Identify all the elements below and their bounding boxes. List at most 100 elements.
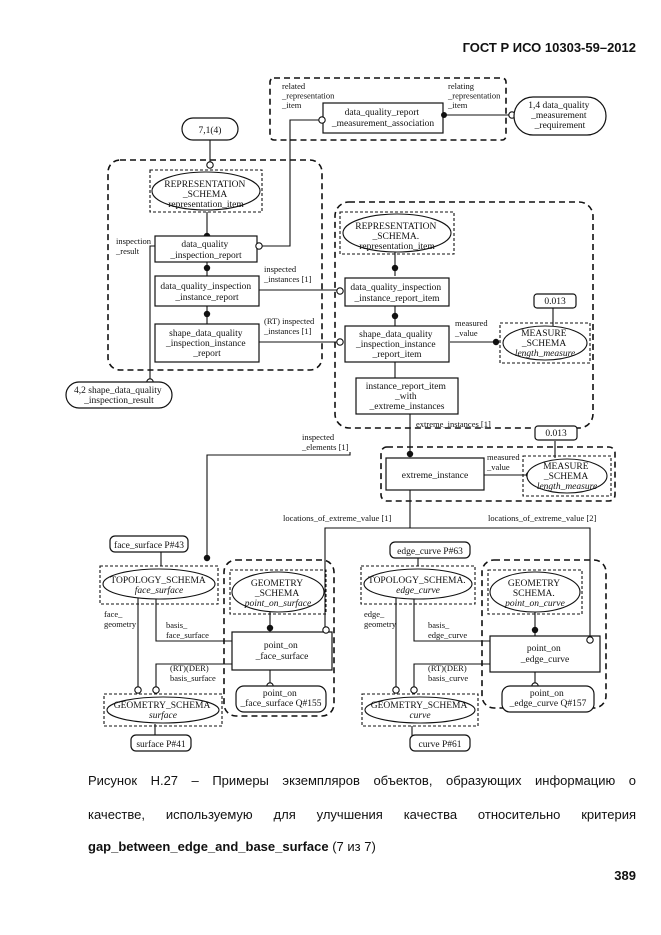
point-on-surface-group xyxy=(223,559,335,717)
figure-caption-line-1: Рисунок Н.27 – Примеры экземпляров объек… xyxy=(88,773,636,788)
geometry-schema-point-curve-label: GEOMETRY SCHEMA. point_on_curve xyxy=(504,579,565,609)
label-locations-2: locations_of_extreme_value [2] xyxy=(488,513,597,523)
point-face-surface-ref-label: point_on _face_surface Q#155 xyxy=(240,689,322,709)
topology-schema-face xyxy=(102,568,216,600)
topology-schema-edge xyxy=(363,568,473,600)
measure-value-1-label: 0.013 xyxy=(544,297,566,307)
measure-value-1 xyxy=(533,293,577,309)
instance-report-item-with-box xyxy=(355,377,459,415)
label-relating: relating _representation _item xyxy=(447,81,503,110)
point-face-surface-ref xyxy=(235,685,327,713)
label-rt-der-curve: (RT)(DER) basis_curve xyxy=(428,663,469,683)
label-basis-face-surface: basis_ face_surface xyxy=(166,620,209,640)
extreme-group xyxy=(380,446,616,502)
geometry-schema-curve-label: GEOMETRY_SCHEMA curve xyxy=(371,701,469,721)
measure-value-2 xyxy=(534,425,578,441)
requirement-ref-label: 1,4 data_quality _measurement _requireme… xyxy=(528,101,592,131)
criterion-name: gap_between_edge_and_base_surface xyxy=(88,839,329,854)
point-on-face-surface-box xyxy=(231,631,333,671)
shape-instance-report-box xyxy=(154,323,260,363)
instance-report-item-box xyxy=(344,277,450,307)
label-measured-value-2: measured _value xyxy=(486,452,522,472)
instance-report-box xyxy=(154,275,260,307)
geometry-schema-surface-label: GEOMETRY_SCHEMA surface xyxy=(114,701,212,721)
geometry-schema-frame-1 xyxy=(229,569,327,615)
figure-part: (7 из 7) xyxy=(328,839,376,854)
geometry-schema-point-surface-label: GEOMETRY _SCHEMA point_on_surface xyxy=(244,579,312,609)
face-surface-ref-label: face_surface P#43 xyxy=(114,540,184,551)
measure-schema-2-label: MEASURE _SCHEMA length_measure xyxy=(537,462,597,492)
label-rt-der-surface: (RT)(DER) basis_surface xyxy=(170,663,216,683)
measure-schema-1 xyxy=(502,325,588,361)
topology-schema-frame-1 xyxy=(99,565,219,605)
shape-instance-report-item-box xyxy=(344,325,450,363)
ref-7-1 xyxy=(181,117,239,141)
extreme-instance-label: extreme_instance xyxy=(402,471,468,481)
point-on-edge-curve-label: point_on _edge_curve xyxy=(520,644,570,665)
inspection-report-label: data_quality _inspection_report xyxy=(169,240,242,261)
right-group xyxy=(334,201,594,429)
ref-4-2-label: 4,2 shape_data_quality _inspection_resul… xyxy=(74,386,164,406)
instance-report-item-label: data_quality_inspection _instance_report… xyxy=(350,283,443,304)
topology-schema-face-label: TOPOLOGY_SCHEMA face_surface xyxy=(110,576,207,596)
point-on-face-surface-label: point_on _face_surface xyxy=(255,641,309,662)
curve-ref-label: curve P#61 xyxy=(418,740,461,750)
association-group xyxy=(269,77,507,141)
right-schema-frame xyxy=(339,211,455,255)
geometry-schema-point-curve xyxy=(489,571,581,613)
label-rt-inspected-instances: (RT) inspected _instances [1] xyxy=(263,316,316,336)
label-locations-1: locations_of_extreme_value [1] xyxy=(283,513,392,523)
extreme-instance-box xyxy=(385,457,485,491)
label-measured-value-1: measured _value xyxy=(454,318,490,338)
left-representation-schema xyxy=(151,171,261,211)
edge-curve-ref xyxy=(389,541,471,559)
geometry-schema-point-surface xyxy=(231,571,325,613)
surface-ref-label: surface P#41 xyxy=(136,739,186,750)
requirement-ref xyxy=(513,96,607,136)
right-representation-schema xyxy=(342,213,452,253)
measure-schema-1-label: MEASURE _SCHEMA length_measure xyxy=(515,329,575,359)
standard-header: ГОСТ Р ИСО 10303-59–2012 xyxy=(462,40,636,55)
label-inspection-result: inspection _result xyxy=(115,236,153,256)
topology-schema-edge-label: TOPOLOGY_SCHEMA. edge_curve xyxy=(368,576,468,596)
geometry-schema-curve xyxy=(364,696,476,724)
face-surface-ref xyxy=(109,535,189,553)
curve-ref xyxy=(409,734,471,752)
label-face-geometry: face_ geometry xyxy=(104,609,137,629)
connector-lines xyxy=(137,114,591,737)
instance-report-label: data_quality_inspection _instance_report xyxy=(160,282,253,303)
measure-schema-frame-1 xyxy=(499,322,591,364)
left-representation-schema-label: REPRESENTATION _SCHEMA representation_it… xyxy=(164,180,247,210)
association-box-label: data_quality_report _measurement_associa… xyxy=(331,108,435,129)
label-extreme-instances: extreme_instances [1] xyxy=(416,419,491,429)
measure-schema-frame-2 xyxy=(522,455,612,497)
point-edge-curve-ref xyxy=(501,685,595,713)
surface-ref xyxy=(130,734,192,752)
point-on-edge-curve-box xyxy=(489,635,601,673)
geometry-schema-frame-curve xyxy=(361,693,479,727)
measure-value-2-label: 0.013 xyxy=(545,429,567,439)
label-inspected-elements: inspected _elements [1] xyxy=(301,432,349,452)
geometry-schema-surface xyxy=(106,696,220,724)
shape-instance-report-item-label: shape_data_quality _inspection_instance … xyxy=(355,330,438,360)
entity-diagram: related _representation _item relating _… xyxy=(65,77,616,752)
label-inspected-instances: inspected _instances [1] xyxy=(263,264,312,284)
label-edge-geometry: edge_ geometry xyxy=(364,609,397,629)
ref-7-1-label: 7,1(4) xyxy=(199,125,222,136)
left-group xyxy=(107,159,323,371)
page-number: 389 xyxy=(614,868,636,883)
figure-caption-line-3: gap_between_edge_and_base_surface (7 из … xyxy=(88,839,636,854)
point-edge-curve-ref-label: point_on _edge_curve Q#157 xyxy=(509,689,587,709)
topology-schema-frame-2 xyxy=(360,565,476,605)
instance-report-item-with-label: instance_report_item _with _extreme_inst… xyxy=(366,382,449,412)
figure-caption-line-2: качестве, используемую для улучшения кач… xyxy=(88,807,636,822)
measure-schema-2 xyxy=(526,458,608,494)
shape-instance-report-label: shape_data_quality _inspection_instance … xyxy=(165,329,248,359)
edge-curve-ref-label: edge_curve P#63 xyxy=(397,547,463,557)
geometry-schema-frame-2 xyxy=(487,569,583,615)
label-related: related _representation _item xyxy=(281,81,337,110)
label-basis-edge-curve: basis_ edge_curve xyxy=(428,620,467,640)
ref-4-2 xyxy=(65,381,173,409)
inspection-report-box xyxy=(154,235,258,263)
